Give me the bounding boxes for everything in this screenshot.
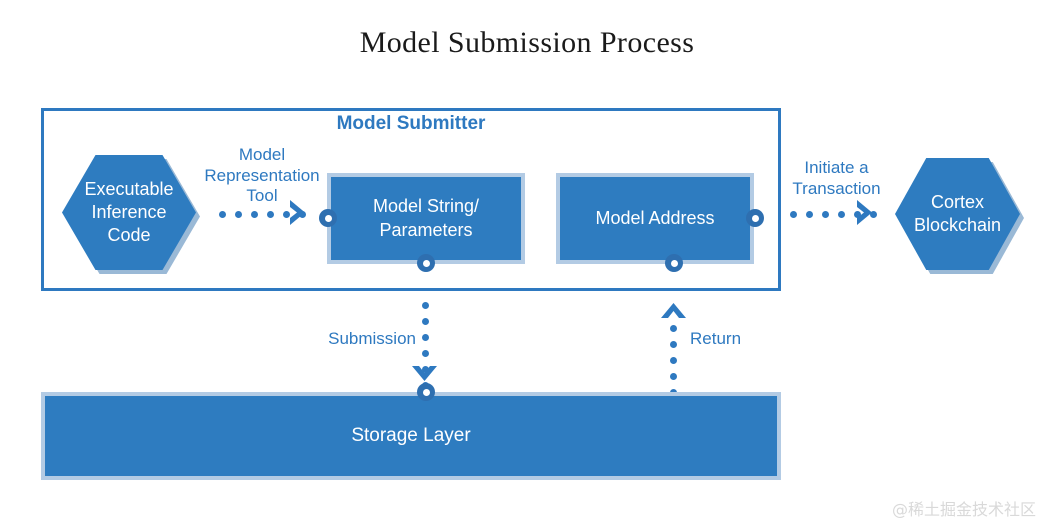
arrow-dot <box>670 357 677 364</box>
node-label: Storage Layer <box>351 424 471 446</box>
arrow-dot <box>670 373 677 380</box>
arrow-dot <box>870 211 877 218</box>
watermark: @稀土掘金技术社区 <box>891 500 1036 519</box>
arrow-label-line: Initiate a <box>804 158 869 177</box>
arrow-dot <box>838 211 845 218</box>
dotted-arrow-initiate-transaction <box>790 211 877 218</box>
arrow-dot <box>670 325 677 332</box>
arrow-dot <box>219 211 226 218</box>
arrow-dot <box>670 341 677 348</box>
page-title: Model Submission Process <box>359 26 695 59</box>
arrow-dot <box>422 366 429 373</box>
node-label: Model Address <box>595 207 715 228</box>
connector-dot-model-address-right <box>746 209 764 227</box>
arrow-dot <box>283 211 290 218</box>
arrow-dot <box>251 211 258 218</box>
arrow-dot <box>822 211 829 218</box>
node-label-line: Inference <box>91 201 167 222</box>
arrow-dot <box>790 211 797 218</box>
node-label-line: Code <box>107 225 151 246</box>
arrow-label-model-representation-tool: Model Representation Tool <box>188 145 336 207</box>
arrow-label-return: Return <box>690 329 742 348</box>
arrow-dot <box>422 318 429 325</box>
arrow-dot <box>854 211 861 218</box>
node-storage-layer[interactable]: Storage Layer <box>41 392 781 480</box>
connector-dot-model-address-bottom <box>665 254 683 272</box>
arrow-label-line: Model <box>238 145 286 164</box>
arrow-label-line: Representation <box>204 165 320 185</box>
connector-dot-model-string-left <box>319 209 337 227</box>
node-label-line: Blockchain <box>913 215 1002 235</box>
arrow-label-line: Tool <box>246 186 278 206</box>
arrowhead-up-icon <box>661 303 686 318</box>
arrowhead-right-icon <box>857 200 872 225</box>
arrow-label-submission: Submission <box>328 329 416 348</box>
arrow-dot <box>422 350 429 357</box>
node-model-address[interactable]: Model Address <box>556 173 754 264</box>
arrow-dot <box>235 211 242 218</box>
node-label-line: Cortex <box>930 191 984 212</box>
arrowhead-right-icon <box>290 200 305 225</box>
arrow-dot <box>422 302 429 309</box>
node-label-line: Executable <box>84 178 174 199</box>
node-label-line: Model String/ <box>372 196 480 217</box>
arrow-label-initiate-a-transaction: Initiate a Transaction <box>784 158 889 199</box>
model-submitter-label: Model Submitter <box>336 113 486 134</box>
connector-dot-model-string-bottom <box>417 254 435 272</box>
arrow-label-line: Transaction <box>792 178 881 198</box>
arrow-dot <box>422 334 429 341</box>
arrowhead-down-icon <box>412 366 437 381</box>
connector-dot-storage-layer-top <box>417 383 435 401</box>
node-model-string-parameters[interactable]: Model String/ Parameters <box>327 173 525 264</box>
node-label-line: Parameters <box>379 219 473 240</box>
arrow-dot <box>267 211 274 218</box>
arrow-dot <box>806 211 813 218</box>
